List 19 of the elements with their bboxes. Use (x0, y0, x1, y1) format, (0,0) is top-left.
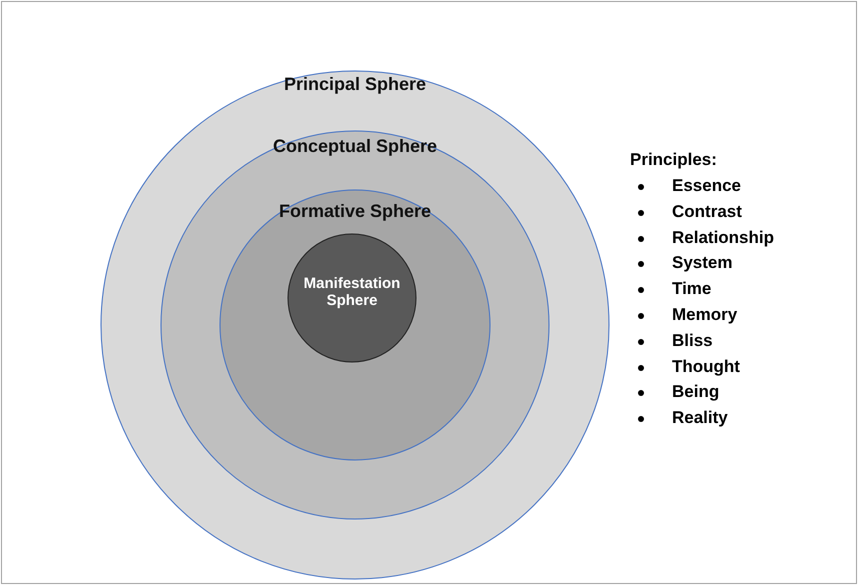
sphere-circle (287, 233, 417, 363)
bullet-item: Bliss (672, 330, 713, 351)
list-heading: Principles: (630, 150, 717, 170)
sphere-circle (100, 70, 610, 580)
sphere-circle (219, 189, 491, 461)
bullet-item: Reality (672, 408, 728, 428)
sphere-label: Conceptual Sphere (272, 136, 438, 156)
bullet-item: Relationship (672, 228, 774, 248)
bullet-item: Thought (672, 356, 740, 377)
bullet-item: Essence (672, 176, 741, 196)
bullet-item: Time (672, 279, 712, 300)
sphere-label: Formative Sphere (278, 201, 432, 221)
bullet-item: System (672, 253, 732, 274)
bullet-item: Being (672, 382, 720, 402)
bullet-item: Memory (672, 305, 738, 325)
bullet-item: Contrast (672, 202, 742, 222)
sphere-label: Manifestation Sphere (302, 275, 402, 309)
sphere-circle (160, 130, 550, 520)
sphere-label: Principal Sphere (284, 74, 426, 94)
